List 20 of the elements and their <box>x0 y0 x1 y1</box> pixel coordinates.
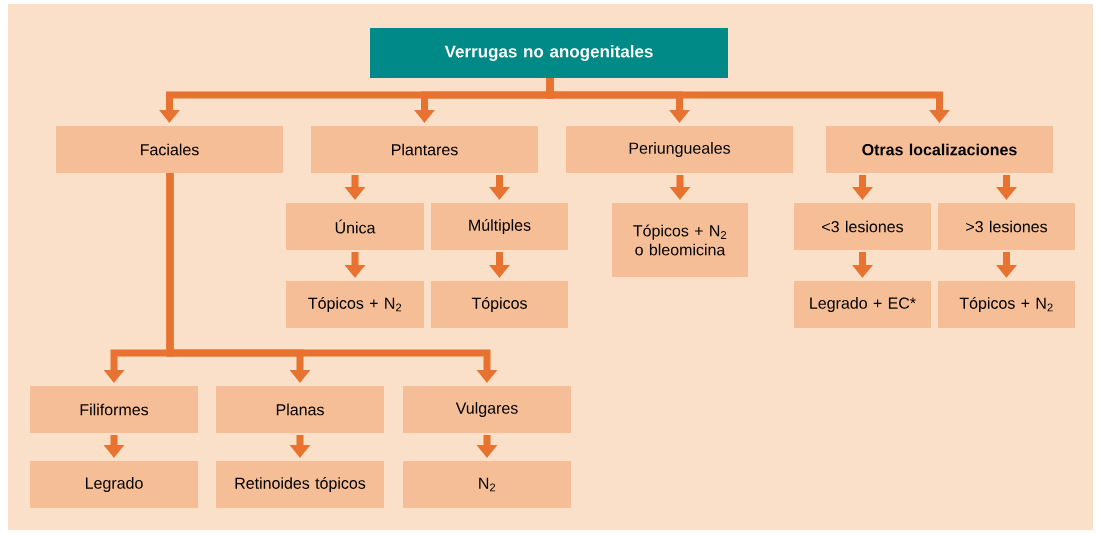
process-box: Vulgares <box>403 386 571 433</box>
process-box: Única <box>286 203 424 250</box>
process-box: Retinoides tópicos <box>216 461 384 508</box>
process-box: >3 lesiones <box>938 203 1075 250</box>
process-box: Faciales <box>56 126 283 173</box>
process-box: Plantares <box>311 126 538 173</box>
process-box: Periungueales <box>566 126 793 173</box>
process-box: N$_{2}$ <box>403 461 571 508</box>
process-box: Otras localizaciones <box>826 126 1053 173</box>
title-box: Verrugas no anogenitales <box>370 28 728 78</box>
process-box: Tópicos + N$_{2}$ o bleomicina <box>612 203 748 277</box>
process-box: Filiformes <box>30 386 198 433</box>
process-box: Múltiples <box>431 203 568 250</box>
process-box: <3 lesiones <box>794 203 931 250</box>
process-box: Tópicos <box>431 281 568 328</box>
process-box: Tópicos + N$_{2}$ <box>938 281 1075 328</box>
process-box: Legrado <box>30 461 198 508</box>
process-box: Tópicos + N$_{2}$ <box>286 281 424 328</box>
process-box: Planas <box>216 386 384 433</box>
process-box: Legrado + EC* <box>794 281 931 328</box>
